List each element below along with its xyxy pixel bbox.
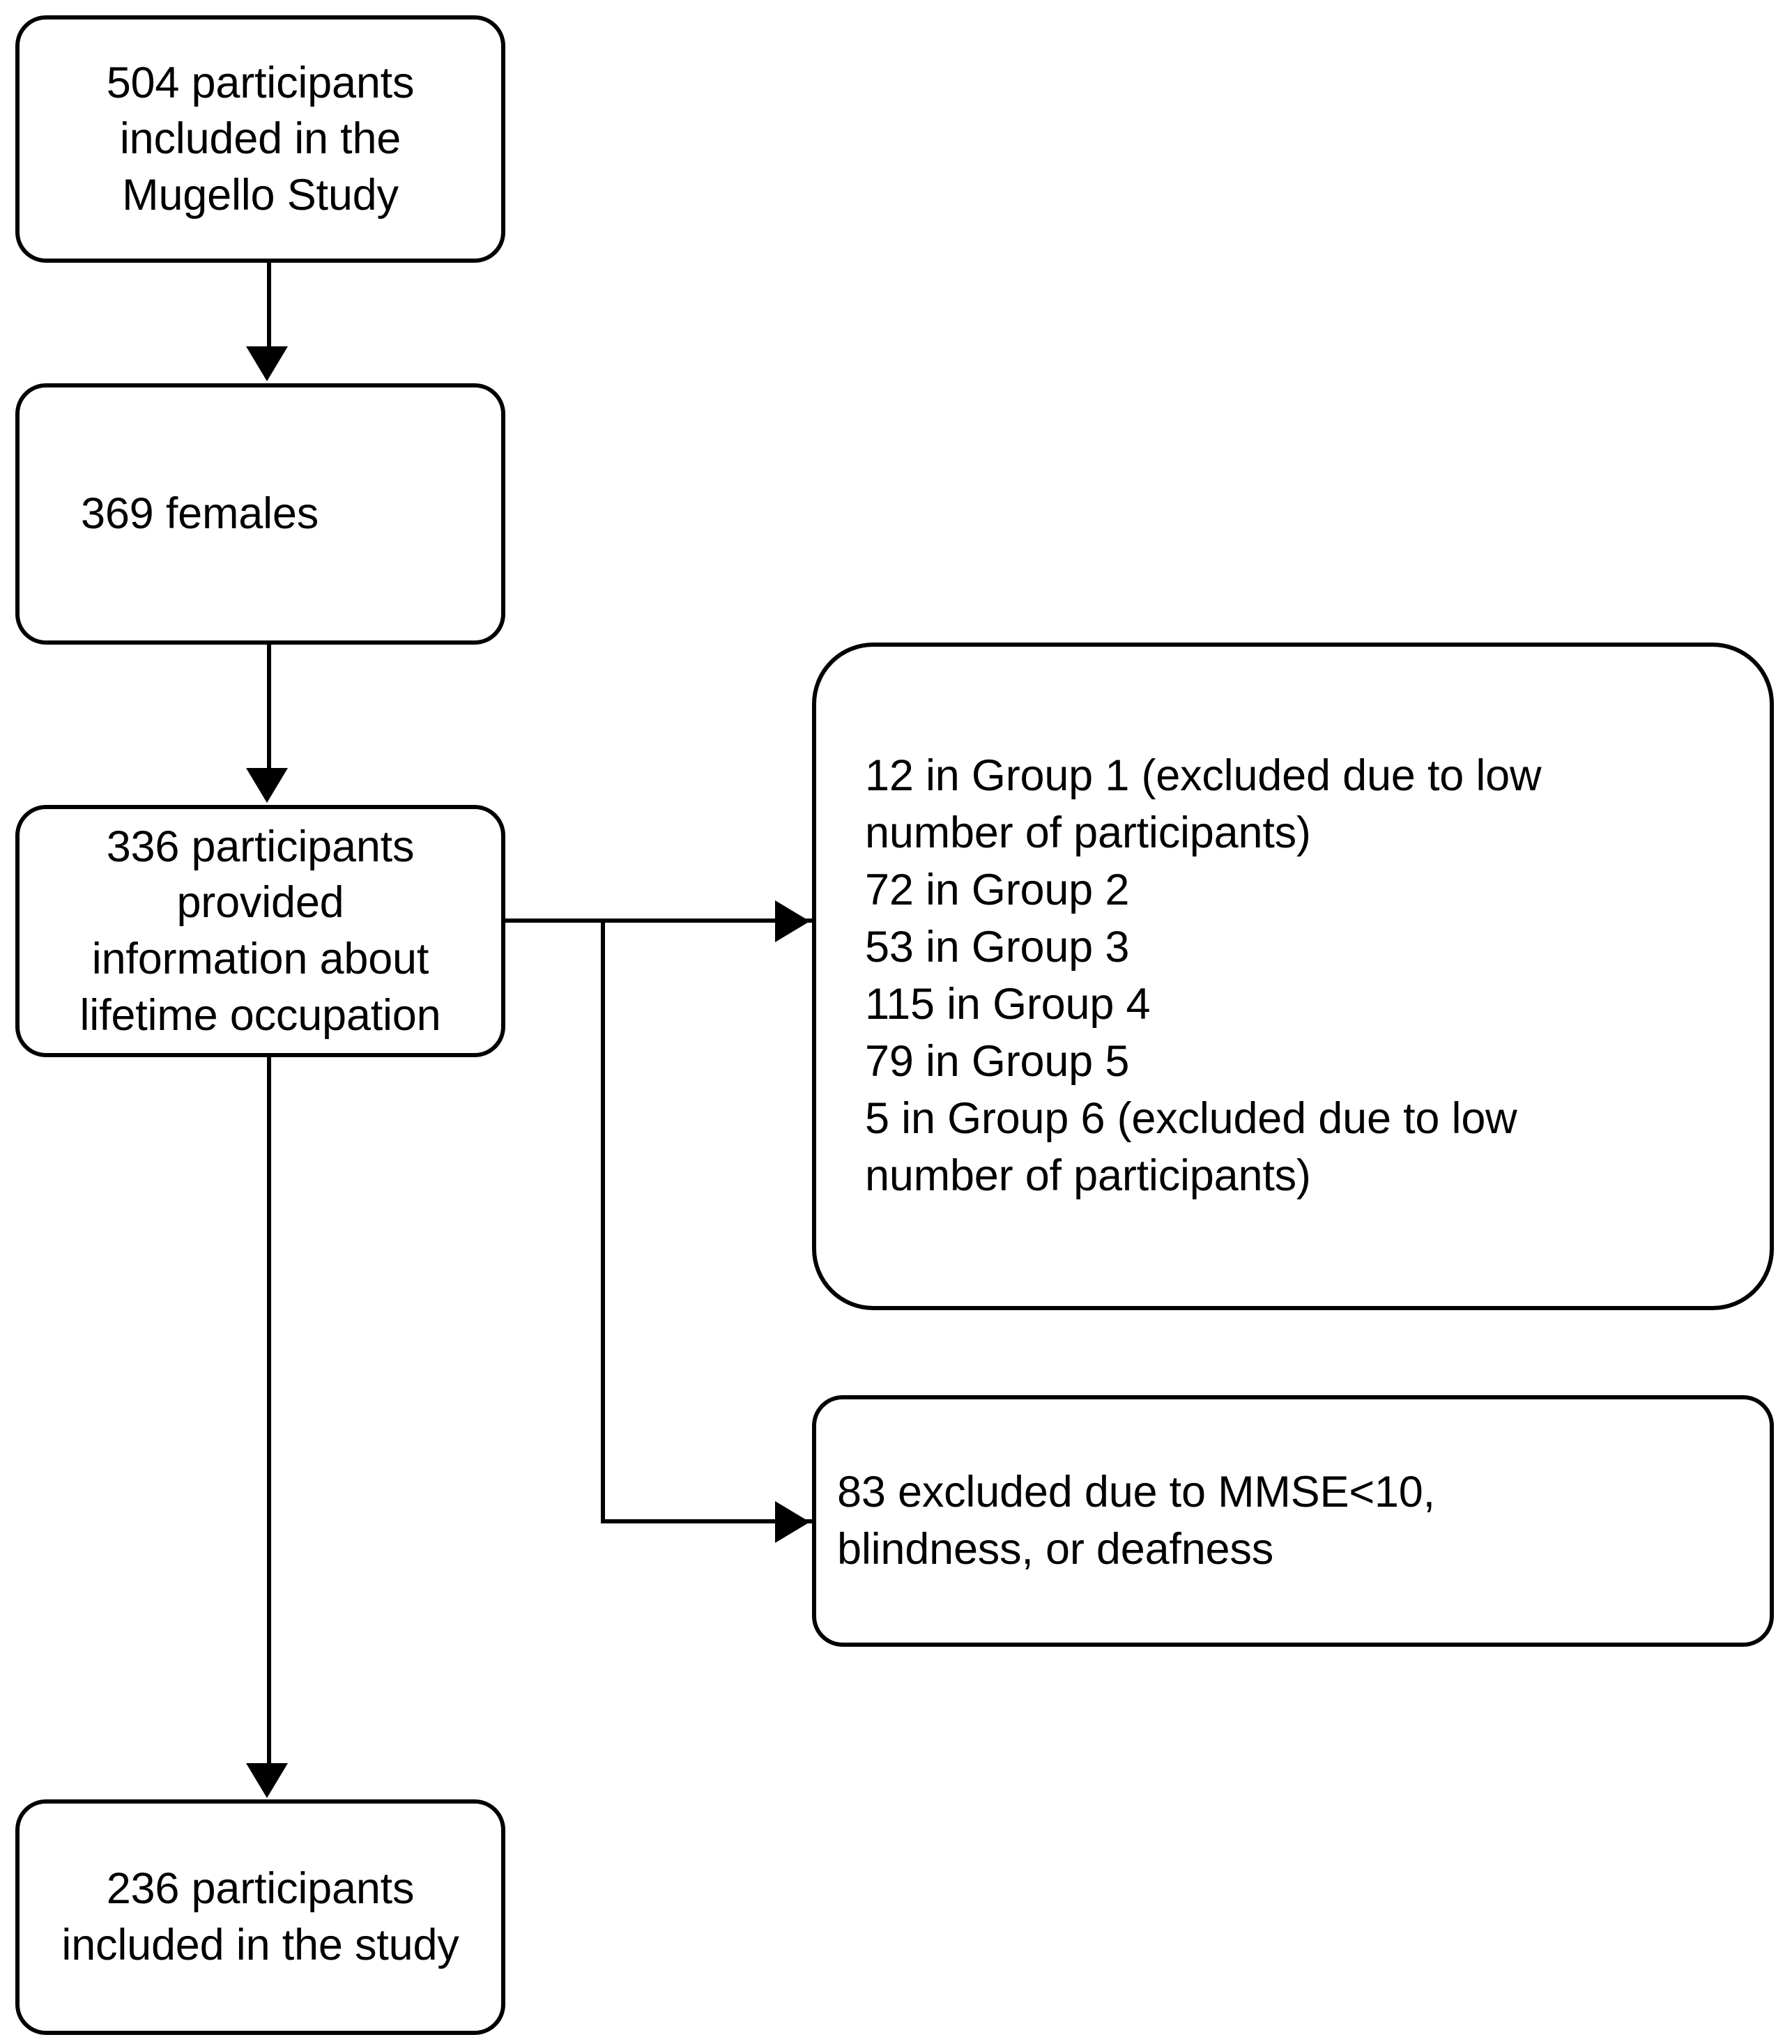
connector-enrolled-to-females — [267, 263, 271, 350]
connector-occupation-to-included — [267, 1057, 271, 1767]
connector-females-to-occupation — [267, 645, 271, 771]
connector-occupation-to-groups — [505, 919, 815, 923]
node-group-breakdown-label: 12 in Group 1 (excluded due to low numbe… — [865, 751, 1542, 1200]
arrow-right-icon-branch-to-excluded — [775, 1501, 810, 1543]
node-enrolled-participants: 504 participants included in the Mugello… — [15, 15, 505, 263]
node-group-breakdown: 12 in Group 1 (excluded due to low numbe… — [812, 643, 1774, 1310]
node-included-in-study: 236 participants included in the study — [15, 1799, 505, 2035]
arrow-down-icon-females-to-occupation — [246, 768, 288, 803]
node-included-in-study-label: 236 participants included in the study — [61, 1864, 459, 1969]
connector-branch-to-excluded — [601, 1519, 815, 1523]
node-occupation-information: 336 participants provided information ab… — [15, 805, 505, 1057]
arrow-right-icon-occupation-to-groups — [775, 900, 810, 942]
connector-branch-drop — [601, 919, 605, 1523]
node-females-label: 369 females — [81, 489, 319, 539]
arrow-down-icon-occupation-to-included — [246, 1763, 288, 1798]
node-excluded-criteria-label: 83 excluded due to MMSE<10, blindness, o… — [837, 1467, 1435, 1574]
node-occupation-information-label: 336 participants provided information ab… — [79, 822, 441, 1040]
node-excluded-criteria: 83 excluded due to MMSE<10, blindness, o… — [812, 1395, 1774, 1647]
node-females: 369 females — [15, 383, 505, 645]
node-enrolled-participants-label: 504 participants included in the Mugello… — [106, 58, 415, 220]
arrow-down-icon-enrolled-to-females — [246, 346, 288, 381]
